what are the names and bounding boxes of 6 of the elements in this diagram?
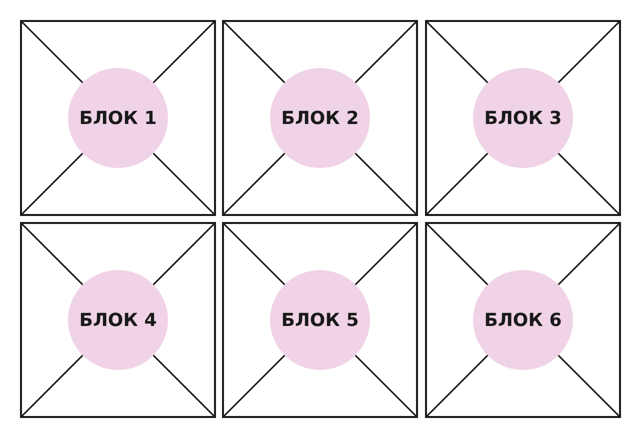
block-label: БЛОК 5 <box>281 310 359 330</box>
block-label: БЛОК 4 <box>79 310 157 330</box>
block-label: БЛОК 2 <box>281 108 359 128</box>
block-label: БЛОК 6 <box>484 310 562 330</box>
block-label: БЛОК 1 <box>79 108 157 128</box>
block-label: БЛОК 3 <box>484 108 562 128</box>
